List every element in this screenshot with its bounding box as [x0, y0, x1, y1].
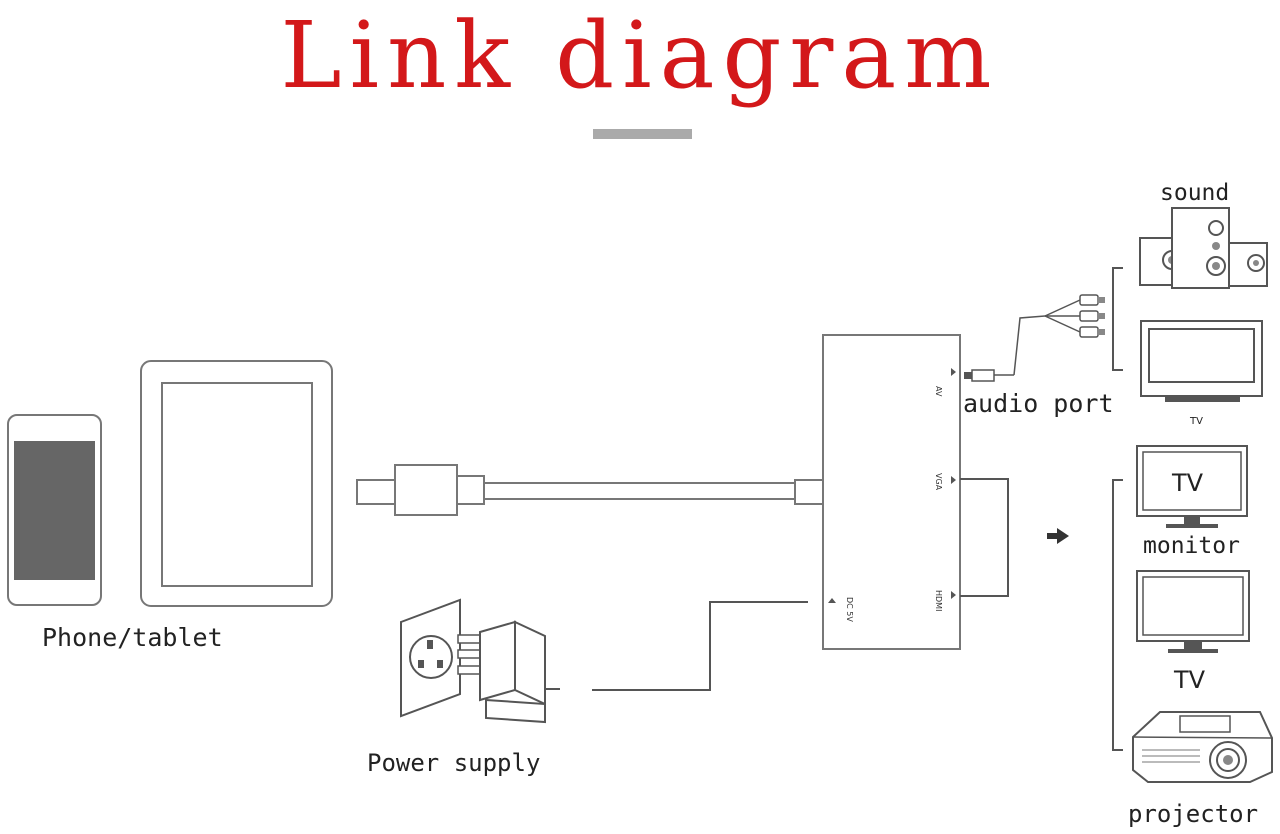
- tv-icon: [1136, 570, 1250, 653]
- tablet-icon: [140, 360, 333, 607]
- hdmi-port: HDMI: [934, 590, 956, 611]
- monitor-screen-label: TV: [1171, 469, 1204, 497]
- av-port: AV: [934, 368, 956, 397]
- video-cable-bracket: [960, 478, 1009, 597]
- projector-label: projector: [1128, 800, 1258, 828]
- wall-socket-icon: [400, 598, 461, 718]
- tv-label: TV: [1173, 666, 1206, 694]
- video-outputs-bracket: [1112, 479, 1123, 751]
- hdmi-port-label: HDMI: [934, 590, 943, 611]
- power-cable: [592, 601, 808, 691]
- phone-icon: [7, 414, 102, 606]
- audio-outputs-bracket: [1112, 267, 1123, 371]
- speakers-icon: [1139, 207, 1268, 289]
- monitor-label: monitor: [1143, 533, 1240, 559]
- audio-jack-icon: [964, 369, 1014, 382]
- power-supply-label: Power supply: [367, 749, 540, 777]
- adapter-box-icon: [822, 334, 961, 650]
- vga-port-label: VGA: [934, 473, 943, 491]
- audio-port-label: audio port: [963, 389, 1114, 418]
- projector-icon: [1132, 711, 1273, 783]
- power-plug-icon: [457, 620, 560, 724]
- av-port-label: AV: [934, 386, 943, 397]
- usb-cable: [484, 479, 824, 505]
- title-underline: [593, 129, 692, 139]
- arrow-right-icon: [1047, 528, 1069, 544]
- dc-port-label: DC 5V: [845, 597, 854, 622]
- sound-label: sound: [1160, 180, 1229, 206]
- small-tv-label: TV: [1189, 416, 1203, 427]
- rca-cable-icon: [1013, 294, 1105, 376]
- phone-tablet-label: Phone/tablet: [42, 623, 223, 652]
- diagram-title: Link diagram: [280, 2, 1000, 109]
- dc-port: DC 5V: [828, 597, 854, 622]
- vga-port: VGA: [934, 473, 956, 491]
- tv-icon: [1140, 320, 1263, 402]
- monitor-icon: [1136, 445, 1248, 528]
- lightning-plug-icon: [356, 464, 485, 516]
